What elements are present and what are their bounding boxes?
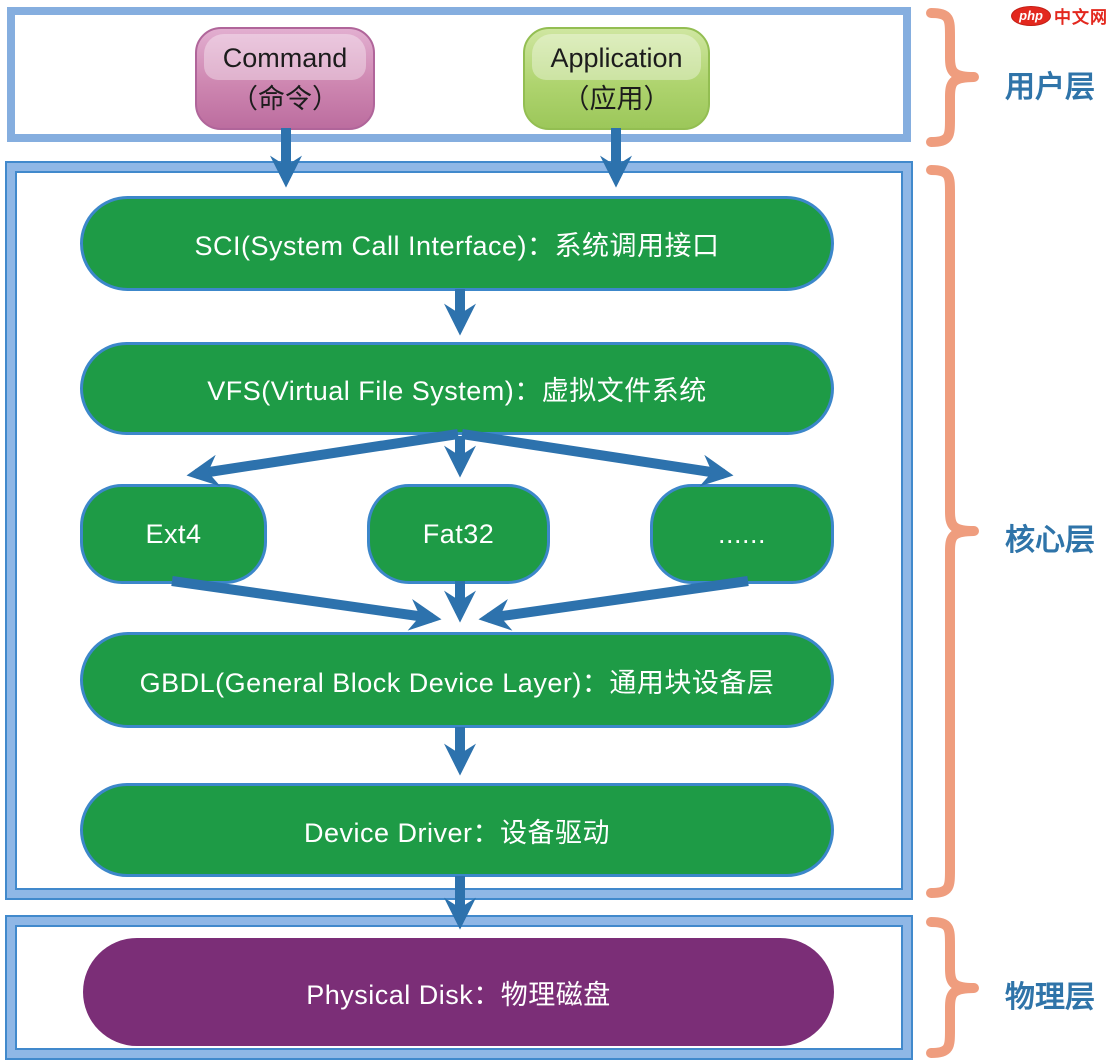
application-node: Application （应用）	[523, 27, 710, 130]
php-cn-logo: php 中文网	[1011, 3, 1108, 28]
command-node-label-cn: （命令）	[231, 83, 339, 114]
user-layer-label: 用户层	[1005, 71, 1095, 104]
php-logo-sitename: 中文网	[1054, 8, 1108, 27]
brace-physical-layer	[926, 917, 979, 1058]
gbdl-node-label: GBDL(General Block Device Layer)：通用块设备层	[139, 667, 775, 698]
core-layer-label: 核心层	[1005, 524, 1095, 557]
fat32-node: Fat32	[367, 484, 550, 584]
sci-node-label: SCI(System Call Interface)：系统调用接口	[194, 231, 720, 261]
device-driver-node: Device Driver：设备驱动	[80, 783, 834, 877]
application-node-label-en: Application	[550, 43, 683, 73]
brace-user-layer	[926, 8, 979, 147]
vfs-node-label: VFS(Virtual File System)：虚拟文件系统	[207, 376, 707, 406]
user-layer-container	[7, 7, 911, 142]
sci-node: SCI(System Call Interface)：系统调用接口	[80, 196, 834, 291]
physical-disk-node: Physical Disk：物理磁盘	[83, 938, 834, 1046]
ext4-node: Ext4	[80, 484, 267, 584]
vfs-node: VFS(Virtual File System)：虚拟文件系统	[80, 342, 834, 435]
php-logo-bubble: php	[1011, 5, 1051, 26]
physical-disk-node-label: Physical Disk：物理磁盘	[306, 979, 611, 1010]
application-node-label-cn: （应用）	[562, 83, 671, 114]
ext4-node-label: Ext4	[145, 518, 202, 549]
other-filesystems-node: ......	[650, 484, 834, 584]
physical-layer-label: 物理层	[1005, 981, 1095, 1014]
command-node-label-en: Command	[222, 43, 348, 73]
other-filesystems-node-label: ......	[717, 518, 766, 549]
fat32-node-label: Fat32	[422, 518, 495, 549]
command-node: Command （命令）	[195, 27, 375, 130]
device-driver-node-label: Device Driver：设备驱动	[303, 817, 611, 848]
gbdl-node: GBDL(General Block Device Layer)：通用块设备层	[80, 632, 834, 728]
brace-core-layer	[926, 165, 979, 898]
